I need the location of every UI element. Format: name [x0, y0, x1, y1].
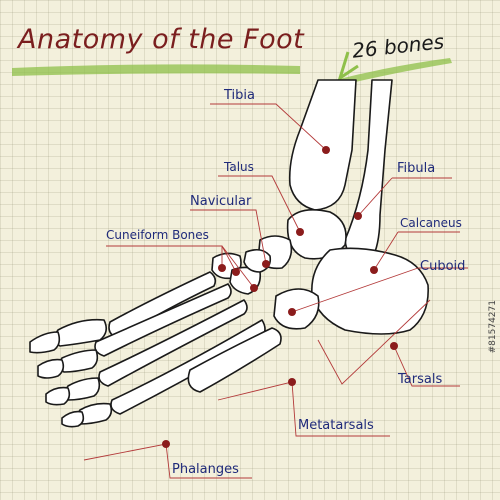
pointer-lines: [83, 103, 468, 479]
dot-cuboid: [288, 308, 296, 316]
calcaneus-bone: [311, 247, 429, 335]
dot-metatarsals: [288, 378, 296, 386]
tibia-bone: [288, 79, 357, 211]
pointer-fibula: [357, 177, 452, 217]
dot-calcaneus: [370, 266, 378, 274]
marker-dots: [162, 146, 398, 448]
pointer-cuboid: [291, 267, 468, 313]
pointer-phalanges: [83, 443, 252, 479]
pointer-metatarsals: [217, 381, 390, 437]
dot-talus: [296, 228, 304, 236]
pointer-calcaneus: [373, 231, 460, 271]
label-fibula: Fibula: [397, 161, 436, 176]
metatarsal-2: [94, 283, 232, 357]
pointer-tarsals: [317, 299, 460, 387]
metatarsal-5: [187, 327, 282, 393]
label-metatarsals: Metatarsals: [298, 418, 374, 433]
dot-navicular: [262, 260, 270, 268]
dot-cuneiform-2: [232, 268, 240, 276]
subtitle-highlight: [335, 58, 452, 86]
stock-watermark: #81574271: [488, 300, 498, 354]
dot-cuneiform-3: [250, 284, 258, 292]
subtitle-arrow: [337, 51, 359, 82]
phalanx-1b: [29, 331, 61, 354]
phalanx-3b: [45, 386, 71, 406]
foot-bones: [29, 79, 429, 428]
label-tibia: Tibia: [224, 88, 255, 103]
pointer-talus: [218, 175, 301, 233]
dot-tibia: [322, 146, 330, 154]
label-tarsals: Tarsals: [398, 372, 443, 387]
phalanx-2b: [37, 358, 65, 379]
pointer-tibia: [210, 103, 327, 151]
pointer-cuneiform: [106, 245, 255, 289]
dot-fibula: [354, 212, 362, 220]
pointer-navicular: [190, 209, 267, 265]
dot-tarsals: [390, 342, 398, 350]
label-navicular: Navicular: [190, 194, 252, 209]
phalanx-4b: [61, 410, 85, 428]
label-phalanges: Phalanges: [172, 462, 239, 477]
label-talus: Talus: [224, 160, 254, 174]
cuboid-bone: [273, 288, 320, 330]
dot-phalanges: [162, 440, 170, 448]
label-cuboid: Cuboid: [420, 259, 466, 274]
title-highlight: [12, 64, 300, 76]
page-title: Anatomy of the Foot: [18, 24, 305, 55]
phalanx-3a: [64, 377, 101, 401]
label-cuneiform: Cuneiform Bones: [106, 228, 209, 242]
dot-cuneiform-1: [218, 264, 226, 272]
metatarsal-3: [98, 299, 248, 387]
phalanx-2a: [58, 349, 99, 373]
talus-bone: [286, 209, 347, 260]
label-calcaneus: Calcaneus: [400, 216, 462, 230]
